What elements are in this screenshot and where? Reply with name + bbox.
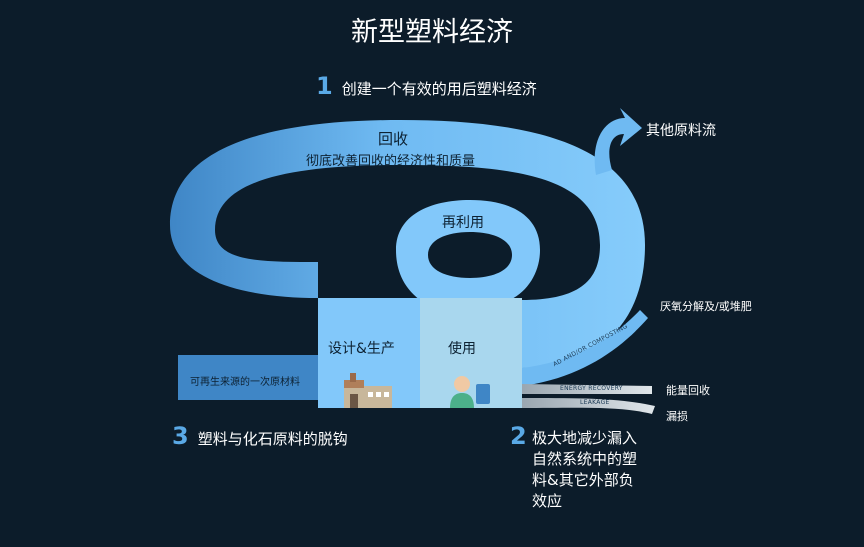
reuse-label: 再利用: [442, 215, 484, 231]
point-2-number: 2: [510, 422, 527, 450]
renewable-input-bar: [178, 355, 318, 400]
point-3-number: 3: [172, 422, 189, 450]
point-2-line-4: 效应: [532, 492, 563, 510]
page-title: 新型塑料经济: [351, 17, 513, 48]
ad-composting-label: 厌氧分解及/或堆肥: [660, 300, 752, 313]
point-2-line-2: 自然系统中的塑: [532, 450, 638, 468]
energy-recovery-band-text: ENERGY RECOVERY: [560, 385, 623, 392]
other-feedstock-curl: [594, 108, 642, 175]
point-3-text: 塑料与化石原料的脱钩: [197, 430, 348, 448]
factory-icon: [344, 373, 392, 408]
other-feedstock-label: 其他原料流: [646, 123, 716, 139]
design-production-label: 设计&生产: [328, 341, 395, 357]
person-icon: [450, 376, 490, 408]
energy-recovery-label: 能量回收: [666, 384, 710, 397]
reuse-loop-band: [396, 200, 540, 300]
point-3: 3 塑料与化石原料的脱钩: [172, 422, 348, 450]
ad-composting-band: [522, 310, 648, 386]
energy-recovery-band: [522, 384, 652, 394]
use-panel: [420, 298, 522, 408]
use-label: 使用: [448, 341, 476, 357]
point-2-line-1: 极大地减少漏入: [532, 429, 638, 447]
leakage-band-text: LEAKAGE: [580, 399, 610, 406]
point-1-text: 创建一个有效的用后塑料经济: [341, 80, 537, 98]
recycle-subtitle: 彻底改善回收的经济性和质量: [306, 154, 476, 169]
leakage-band: [522, 398, 655, 414]
point-1: 1 创建一个有效的用后塑料经济: [316, 72, 537, 100]
recycle-loop-band: [170, 120, 645, 400]
recycle-title: 回收: [378, 130, 409, 148]
leakage-label: 漏损: [666, 410, 688, 423]
point-1-number: 1: [316, 72, 333, 100]
point-2-line-3: 料&其它外部负: [532, 471, 634, 489]
renewable-label: 可再生来源的一次原材料: [190, 377, 300, 388]
